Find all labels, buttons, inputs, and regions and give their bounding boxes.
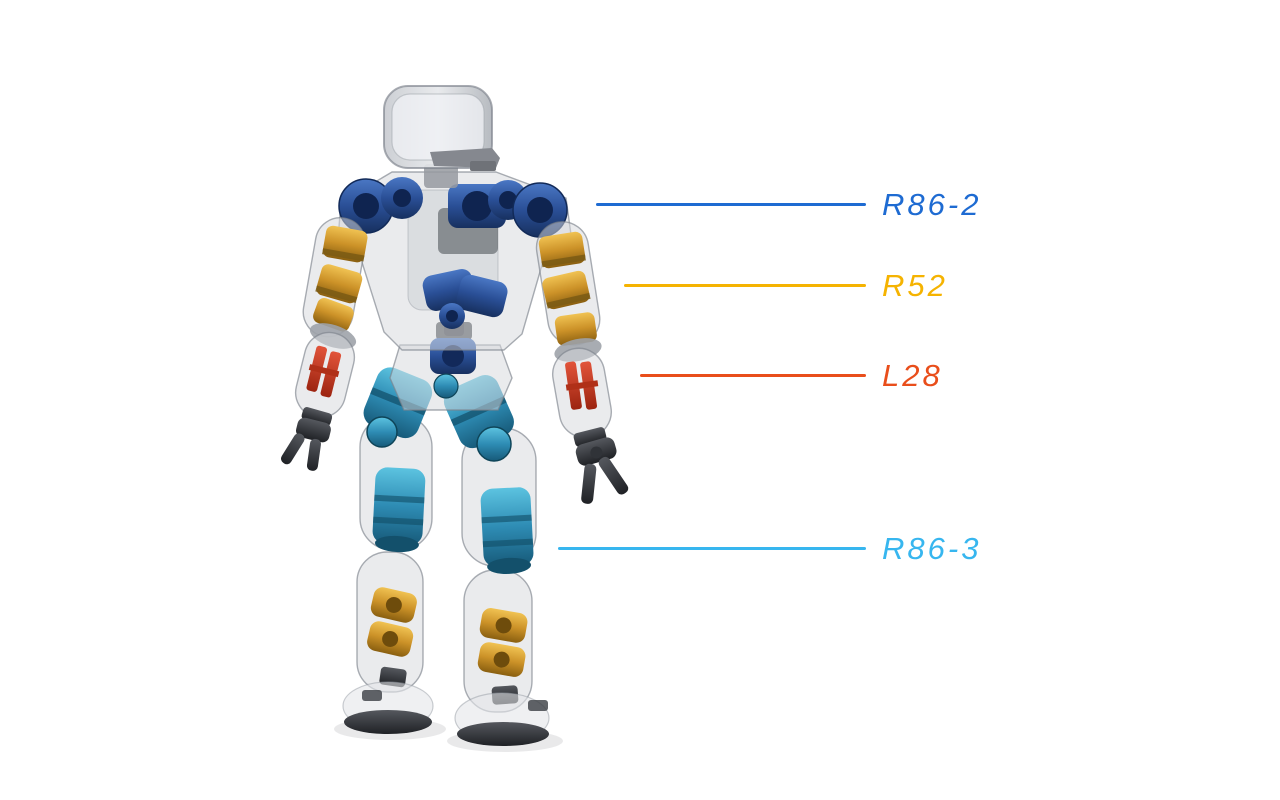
right-gripper: [575, 437, 629, 504]
left-gripper: [281, 417, 331, 471]
left-knee-actuator: [372, 467, 426, 553]
right-knee-actuator: [480, 487, 534, 574]
actuator-label-l28: L28: [882, 358, 943, 393]
actuator-label-r52: R52: [882, 268, 948, 303]
callout-line-r52: [624, 284, 866, 287]
left-upper-arm-actuators: [313, 225, 368, 332]
left-arm: [281, 217, 368, 471]
left-hip-joint: [366, 416, 398, 448]
actuator-label-r86-3: R86-3: [882, 531, 982, 566]
head: [383, 85, 500, 188]
right-foot: [454, 692, 550, 746]
torso: [337, 171, 573, 351]
right-hip-joint: [476, 426, 512, 462]
neck: [424, 164, 458, 188]
actuator-label-r86-2: R86-2: [882, 187, 982, 222]
left-leg: [342, 367, 434, 734]
left-forearm-actuator: [306, 345, 342, 398]
callout-line-r86-2: [596, 203, 866, 206]
right-forearm-actuator: [565, 361, 599, 410]
right-arm: [535, 221, 629, 504]
waist-actuators: [422, 269, 508, 329]
callout-line-l28: [640, 374, 866, 377]
callout-line-r86-3: [558, 547, 866, 550]
right-ankle-actuators: [477, 608, 528, 677]
left-foot: [342, 681, 434, 734]
left-ankle-actuators: [367, 587, 417, 657]
right-upper-arm-actuators: [538, 231, 597, 346]
shoulder-actuators: [338, 177, 568, 238]
right-leg: [443, 375, 550, 746]
